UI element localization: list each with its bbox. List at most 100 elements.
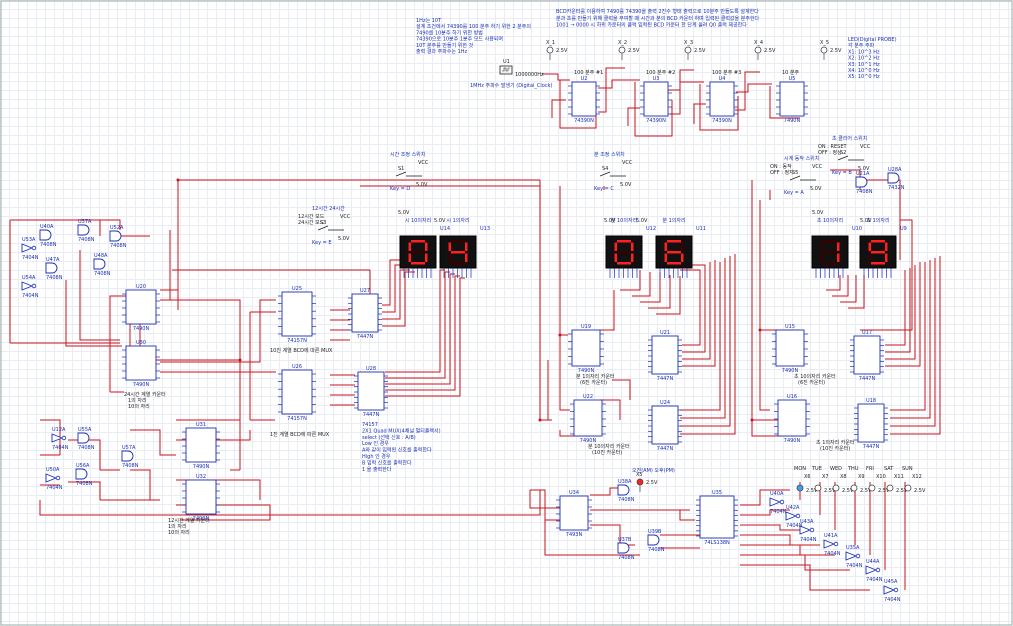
seven-seg-display-5-title: 초 10의자리 (817, 217, 843, 224)
probe-divider-3-ref: X_3 (684, 40, 693, 46)
decoder-3-ref: U21 (660, 330, 670, 336)
clock-ref: U1 (503, 59, 510, 65)
minute-counter-label: 분 1의자리 카운터 (576, 373, 615, 380)
clock-freq: 1000000Hz (515, 72, 544, 78)
display-vcc: 5.0V (398, 210, 410, 216)
second-counter-2-ref: U16 (787, 394, 797, 400)
day-gate-6-ref: U44A (866, 559, 880, 565)
day-gate-2-part: 7404N (786, 523, 803, 529)
note-probe-line: X5: 10^0 Hz (848, 74, 880, 80)
switch-ref: S4 (602, 166, 608, 172)
divider-chip-4-ref: U5 (789, 76, 796, 82)
note-top-left-line: 10T 분주를 만들기 위한 것 (416, 42, 474, 49)
divider-chip-4[interactable]: U5 7490N (776, 76, 808, 124)
second-counter-label: 초 10의자리 카운터 (794, 373, 836, 380)
clock-label: 1MHz 주파수 발생기 (Digital_Clock) (470, 82, 552, 89)
decoder-2-part: 7447N (363, 412, 380, 418)
probe-divider-1: X_12.5V (546, 40, 568, 60)
switch-ref: S3 (320, 220, 326, 226)
ampm-gate-1-part: 7408N (618, 497, 635, 503)
decoder-2[interactable]: U28 7447N (354, 366, 388, 418)
mux-chip-1-ref: U25 (292, 286, 302, 292)
switch-title: 시간 조정 스위치 (390, 151, 425, 158)
decoder-1-ref: U27 (360, 288, 370, 294)
decoder-4[interactable]: U24 7447N (648, 400, 682, 452)
probe-ampm-v: 2.5V (646, 480, 658, 486)
decoder-2-ref: U28 (366, 366, 376, 372)
minute-counter-2-ref: U22 (583, 394, 593, 400)
minute-counter-1-part: 7490N (578, 368, 595, 374)
logic-gate-left-4-part: 7404N (22, 255, 39, 261)
note-mux-line: 1 을 출력한다 (362, 466, 392, 473)
divider-chip-4-part: 7490N (784, 118, 801, 124)
decoder-4-part: 7447N (657, 446, 674, 452)
switch-state-b: OFF : 정지 (770, 169, 794, 176)
note-mux-line: A와 같이 입력된 신호를 출력한다 (362, 447, 432, 454)
divider-chip-2-part: 74390N (646, 118, 666, 124)
decoder-6-ref: U18 (866, 398, 876, 404)
switch-state-a: 12시간 모드 (298, 213, 325, 220)
probe-divider-4: X_42.5V (754, 40, 776, 60)
hour-counter-1-part: 7490N (133, 326, 150, 332)
note-top-left-line: 74390으로 10분주 1분주 모드 사용되며 (416, 36, 503, 43)
switch-key: Key = A (784, 190, 804, 196)
divider-chip-1-part: 74390N (574, 118, 594, 124)
seven-seg-display-1-title: 시 10의자리 (405, 217, 431, 224)
seven-seg-display-4-ref: U11 (696, 226, 706, 232)
ampm-gate-2-part: 7408N (618, 555, 635, 561)
ampm-counter-part: 7493N (566, 532, 583, 538)
note-top-right-line: BCD카운터를 이용하여 7490를 74390을 출력 2진수 형태 출력으로… (556, 8, 759, 15)
hour-counter-4-part: 7490N (193, 516, 210, 522)
ampm-gate-2-ref: U37B (618, 537, 632, 543)
probe-x5: X_52.5V (820, 40, 842, 60)
ampm-title: 오전(AM) 오후(PM) (632, 467, 675, 474)
clock-source[interactable]: U1 1000000Hz 1MHz 주파수 발생기 (Digital_Clock… (470, 59, 552, 89)
logic-gate-left-7-ref: U48A (94, 253, 108, 259)
switch-v: 5.0V (858, 166, 870, 172)
note-top-left-line: 7490를 10분주 하기 위한 방법 (416, 29, 483, 36)
day-name: SAT (884, 466, 894, 472)
decoder-4-ref: U24 (660, 400, 670, 406)
probe-divider-2-ref: X_2 (618, 40, 627, 46)
hour-counter-2-ref: U30 (136, 340, 146, 346)
